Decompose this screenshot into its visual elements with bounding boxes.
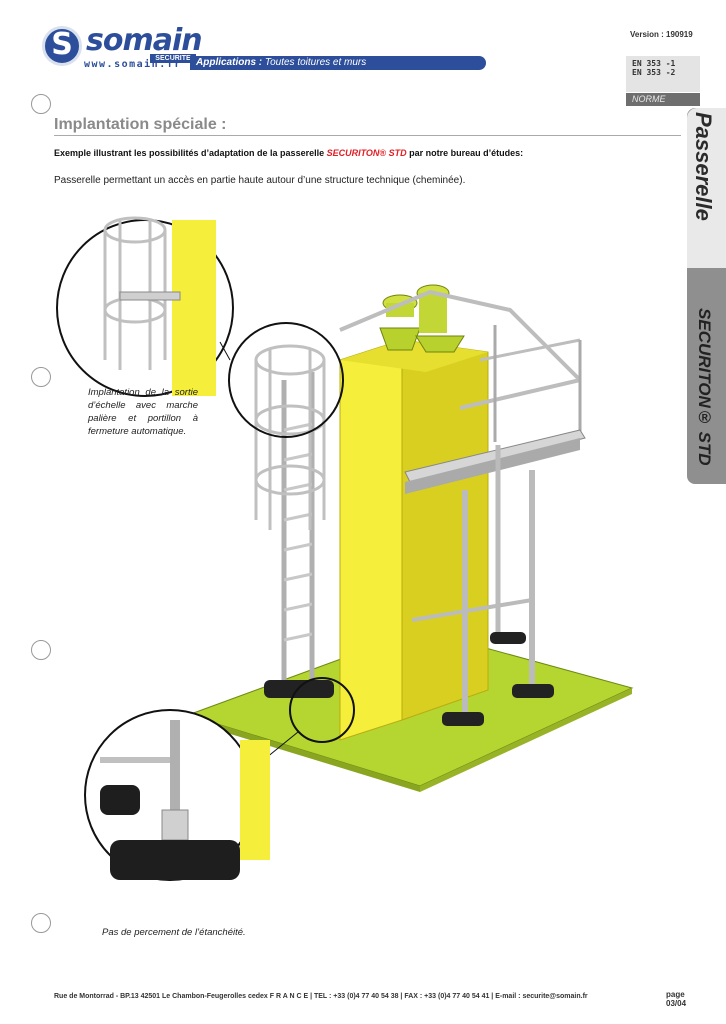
norme-label: NORME <box>626 93 700 106</box>
norm-1: EN 353 -1 <box>632 59 676 68</box>
walkway-illustration <box>56 216 634 881</box>
page-title: Implantation spéciale : <box>54 116 227 133</box>
applications-text: Applications : Toutes toitures et murs <box>196 57 367 68</box>
footer-address: Rue de Montorrad - BP.13 42501 Le Chambo… <box>54 993 588 1000</box>
caption-no-piercing: Pas de percement de l’étanchéité. <box>102 927 246 938</box>
side-tab-title: Passerelle <box>691 112 716 221</box>
version-label: Version : 190919 <box>630 30 693 39</box>
binder-hole <box>31 913 51 933</box>
binder-hole <box>31 640 51 660</box>
binder-hole <box>31 94 51 114</box>
norm-2: EN 353 -2 <box>632 68 676 77</box>
logo-sub: SECURITE <box>150 54 196 63</box>
intro-text: Exemple illustrant les possibilités d’ad… <box>54 148 524 158</box>
website-link[interactable]: www.somain.fr <box>84 59 182 70</box>
logo-letter: S <box>51 27 73 62</box>
binder-hole <box>31 367 51 387</box>
somain-logo: S somain SECURITE <box>42 24 203 72</box>
side-tab-top <box>687 108 726 268</box>
side-tab-subtitle: SECURITON® STD <box>695 308 714 466</box>
logo-circle-icon <box>42 26 82 66</box>
description-text: Passerelle permettant un accès en partie… <box>54 175 466 186</box>
logo-text: somain <box>86 23 203 58</box>
norms-box <box>626 56 700 92</box>
title-divider <box>54 135 681 136</box>
applications-bar <box>190 56 486 70</box>
caption-ladder-exit: Implantation de la sortie d’échelle avec… <box>88 387 198 437</box>
